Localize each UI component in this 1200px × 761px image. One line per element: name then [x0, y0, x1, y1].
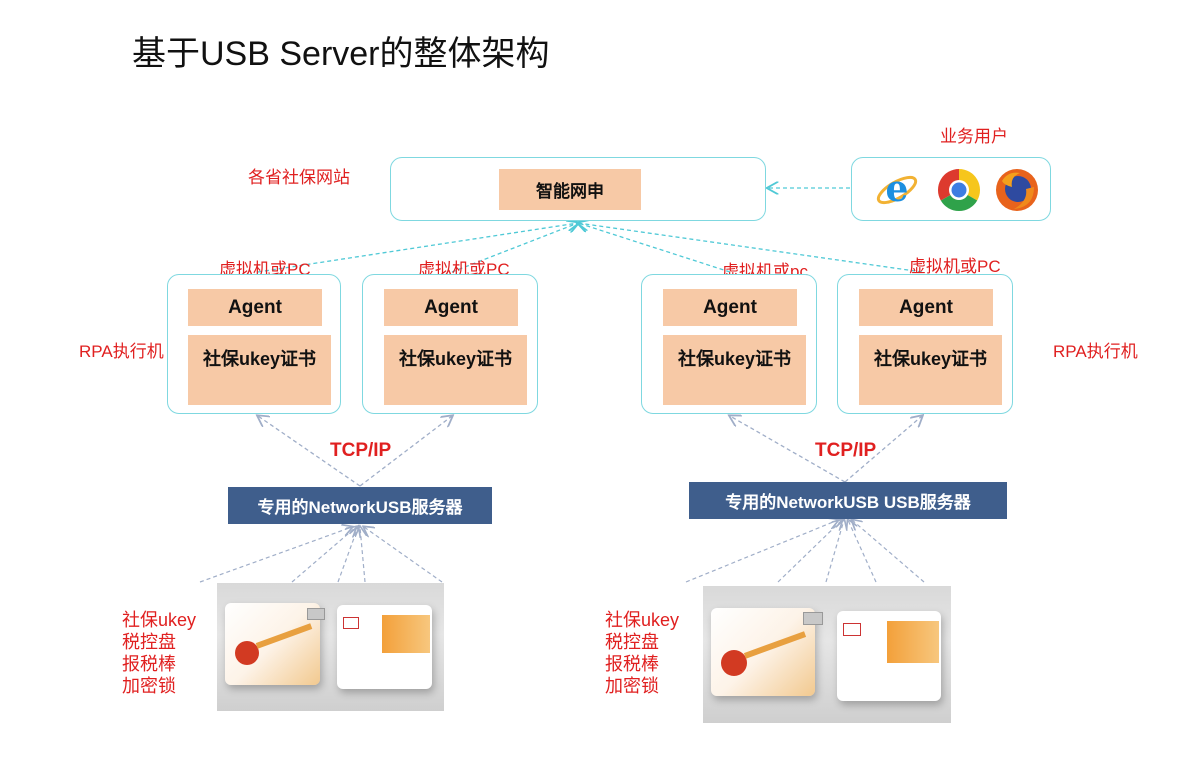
ukey-cert-box-4: 社保ukey证书 — [859, 335, 1002, 405]
vm4-to-portal-arrow — [578, 223, 923, 273]
smart-apply-box: 智能网申 — [499, 169, 641, 210]
right-server-to-vm4-arrow — [844, 416, 922, 483]
usb-key-photo-left — [217, 583, 444, 711]
business-users-label: 业务用户 — [940, 127, 1008, 146]
device-item: 加密锁 — [605, 676, 659, 696]
ukey-cert-box-1: 社保ukey证书 — [188, 335, 331, 405]
rpa-label-left: RPA执行机 — [79, 342, 164, 361]
vm1-to-portal-arrow — [257, 223, 578, 273]
vm-frame-3: Agent 社保ukey证书 — [641, 274, 817, 414]
vm3-to-portal-arrow — [578, 223, 731, 273]
right-server-to-vm3-arrow — [730, 416, 846, 483]
ukey-cert-box-3: 社保ukey证书 — [663, 335, 806, 405]
tcpip-label-right: TCP/IP — [815, 440, 877, 461]
rpa-label-right: RPA执行机 — [1053, 342, 1138, 361]
provincial-sites-label: 各省社保网站 — [248, 168, 350, 187]
tcpip-label-left: TCP/IP — [330, 440, 392, 461]
usb-plug-icon — [803, 612, 823, 625]
device-item: 报税棒 — [122, 654, 176, 674]
device-item: 社保ukey — [122, 610, 197, 630]
usb-key-photo-right — [703, 586, 951, 723]
page-title: 基于USB Server的整体架构 — [132, 35, 550, 73]
svg-text:e: e — [886, 168, 909, 210]
usb-key-card-back — [837, 611, 941, 701]
device-list-right: 社保ukey 税控盘 报税棒 加密锁 — [605, 609, 679, 697]
agent-box-3: Agent — [663, 289, 797, 326]
ie-icon: e — [874, 167, 920, 213]
vm-frame-4: Agent 社保ukey证书 — [837, 274, 1013, 414]
vm-frame-2: Agent 社保ukey证书 — [362, 274, 538, 414]
ukey-cert-box-2: 社保ukey证书 — [384, 335, 527, 405]
agent-box-2: Agent — [384, 289, 518, 326]
left-device-fan — [199, 527, 443, 583]
agent-box-4: Agent — [859, 289, 993, 326]
device-item: 税控盘 — [122, 632, 176, 652]
device-item: 加密锁 — [122, 676, 176, 696]
chrome-icon — [936, 167, 982, 213]
network-usb-server-right: 专用的NetworkUSB USB服务器 — [689, 482, 1007, 519]
portal-frame: 智能网申 — [390, 157, 766, 221]
network-usb-server-left: 专用的NetworkUSB服务器 — [228, 487, 492, 524]
device-item: 社保ukey — [605, 610, 680, 630]
usb-plug-icon — [307, 608, 325, 620]
usb-key-card-image — [225, 603, 320, 685]
agent-box-1: Agent — [188, 289, 322, 326]
usb-key-card-back — [337, 605, 432, 689]
usb-key-card-image — [711, 608, 815, 696]
left-server-to-vm2-arrow — [359, 416, 452, 487]
device-item: 报税棒 — [605, 654, 659, 674]
firefox-icon — [994, 167, 1040, 213]
vm-frame-1: Agent 社保ukey证书 — [167, 274, 341, 414]
browser-users-frame: e — [851, 157, 1051, 221]
vm-label-4: 虚拟机或PC — [909, 257, 1001, 276]
device-list-left: 社保ukey 税控盘 报税棒 加密锁 — [122, 609, 196, 697]
device-item: 税控盘 — [605, 632, 659, 652]
vm2-to-portal-arrow — [451, 223, 578, 273]
right-device-fan — [685, 520, 925, 583]
